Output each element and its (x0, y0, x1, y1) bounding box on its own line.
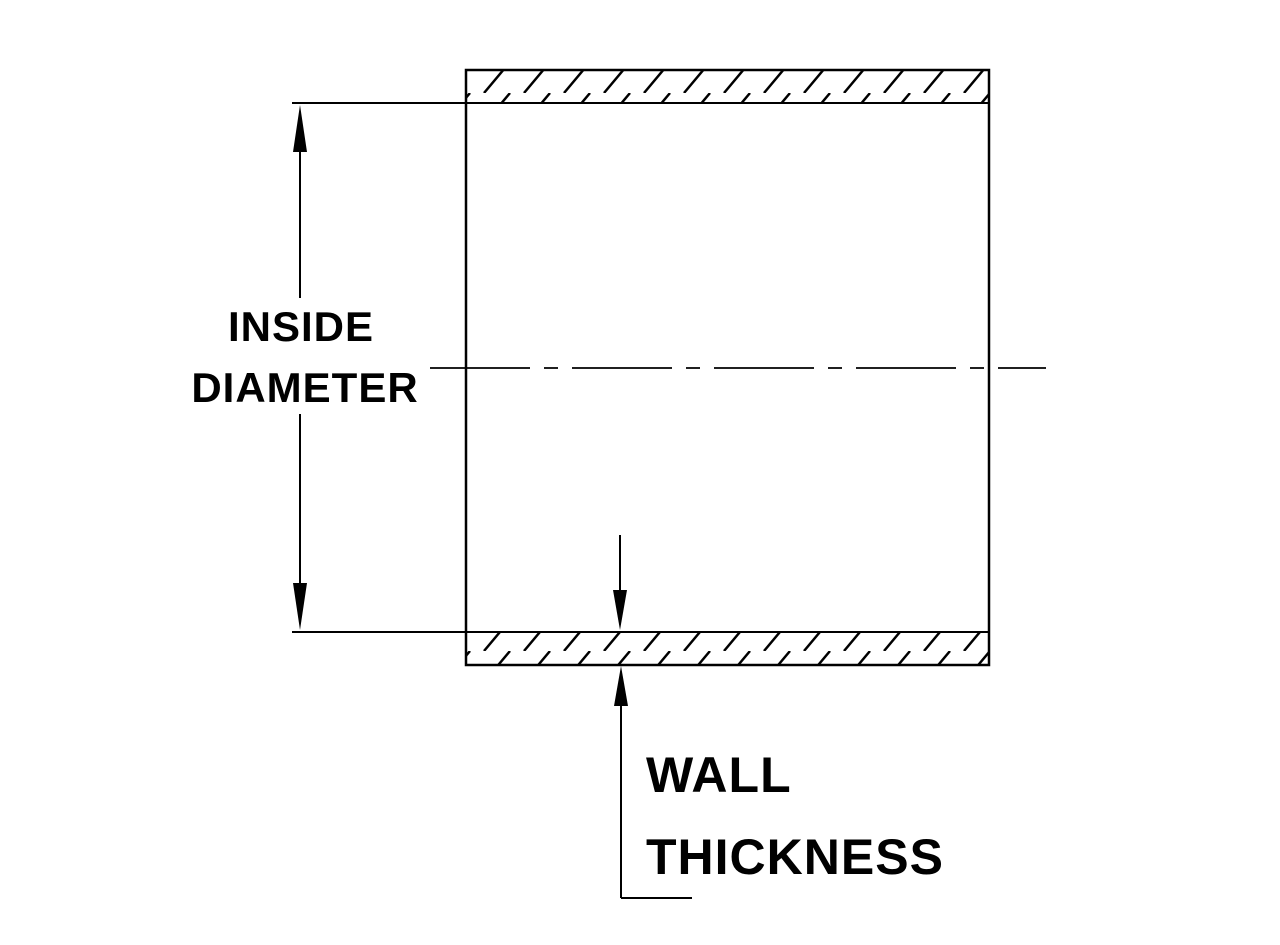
inside-diameter-label-line1: INSIDE (228, 303, 374, 350)
inside-diameter-arrow-up-icon (293, 105, 307, 152)
inside-diameter-arrow-down-icon (293, 583, 307, 630)
top-wall-hatching (466, 71, 989, 102)
wall-thickness-arrow-up-icon (614, 666, 628, 706)
wall-thickness-arrow-down-icon (613, 590, 627, 630)
bottom-wall-hatching (466, 633, 989, 664)
wall-thickness-label-line1: WALL (646, 747, 792, 803)
wall-thickness-label-line2: THICKNESS (646, 829, 944, 885)
inside-diameter-label-line2: DIAMETER (191, 364, 418, 411)
